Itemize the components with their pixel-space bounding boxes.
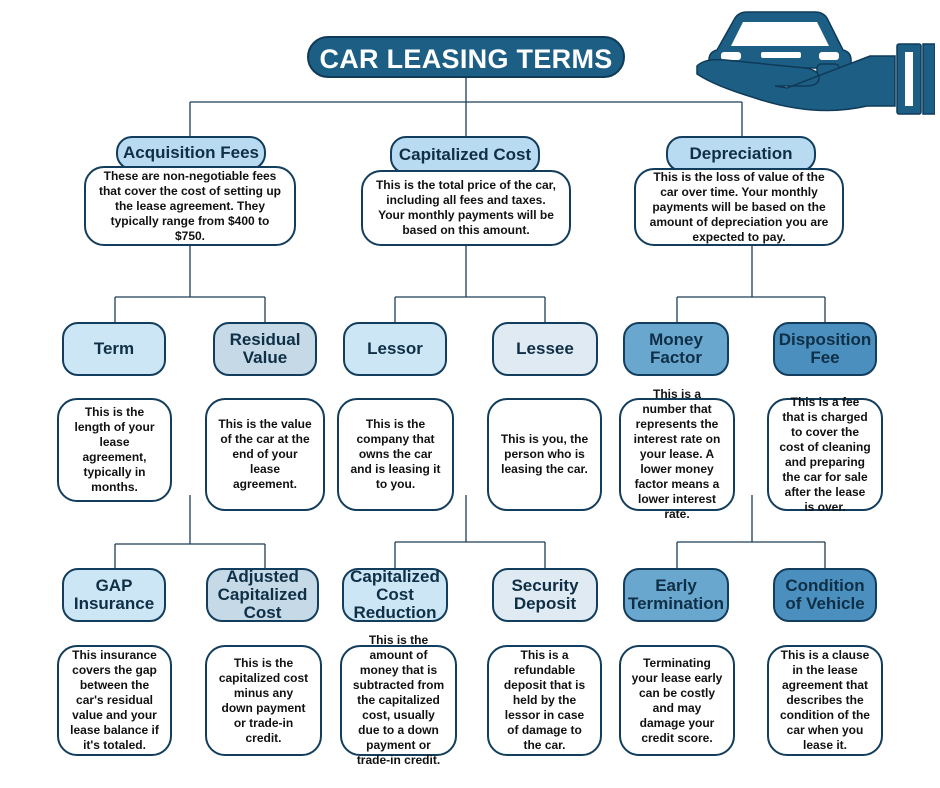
term-capitalized-cost-reduction: Capitalized Cost Reduction xyxy=(342,568,448,622)
term-condition-of-vehicle: Condition of Vehicle xyxy=(773,568,877,622)
desc-depreciation: This is the loss of value of the car ove… xyxy=(634,168,844,246)
desc-security-deposit: This is a refundable deposit that is hel… xyxy=(487,645,602,756)
desc-term: This is the length of your lease agreeme… xyxy=(57,398,172,502)
term-residual-value: Residual Value xyxy=(213,322,317,376)
term-gap-insurance: GAP Insurance xyxy=(62,568,166,622)
desc-disposition-fee: This is a fee that is charged to cover t… xyxy=(767,395,883,514)
desc-acquisition-fees: These are non-negotiable fees that cover… xyxy=(84,166,296,246)
desc-money-factor: This is a number that represents the int… xyxy=(619,387,735,521)
term-lessee: Lessee xyxy=(492,322,598,376)
desc-gap-insurance: This insurance covers the gap between th… xyxy=(57,645,172,756)
desc-capitalized-cost-reduction: This is the amount of money that is subt… xyxy=(340,633,457,767)
desc-lessor: This is the company that owns the car an… xyxy=(337,398,454,511)
desc-adjusted-capitalized-cost: This is the capitalized cost minus any d… xyxy=(205,645,322,756)
desc-early-termination: Terminating your lease early can be cost… xyxy=(619,645,735,756)
term-term: Term xyxy=(62,322,166,376)
term-adjusted-capitalized-cost: Adjusted Capitalized Cost xyxy=(206,568,319,622)
term-lessor: Lessor xyxy=(343,322,447,376)
term-capitalized-cost: Capitalized Cost xyxy=(390,136,540,174)
desc-condition-of-vehicle: This is a clause in the lease agreement … xyxy=(767,645,883,756)
term-money-factor: Money Factor xyxy=(623,322,729,376)
diagram-title: CAR LEASING TERMS xyxy=(307,36,625,78)
term-disposition-fee: Disposition Fee xyxy=(773,322,877,376)
desc-residual-value: This is the value of the car at the end … xyxy=(205,398,325,511)
term-acquisition-fees: Acquisition Fees xyxy=(116,136,266,170)
term-security-deposit: Security Deposit xyxy=(492,568,598,622)
car-on-hand-icon xyxy=(696,11,935,115)
term-early-termination: Early Termination xyxy=(623,568,729,622)
desc-lessee: This is you, the person who is leasing t… xyxy=(487,398,602,511)
term-depreciation: Depreciation xyxy=(666,136,816,172)
desc-capitalized-cost: This is the total price of the car, incl… xyxy=(361,170,571,246)
